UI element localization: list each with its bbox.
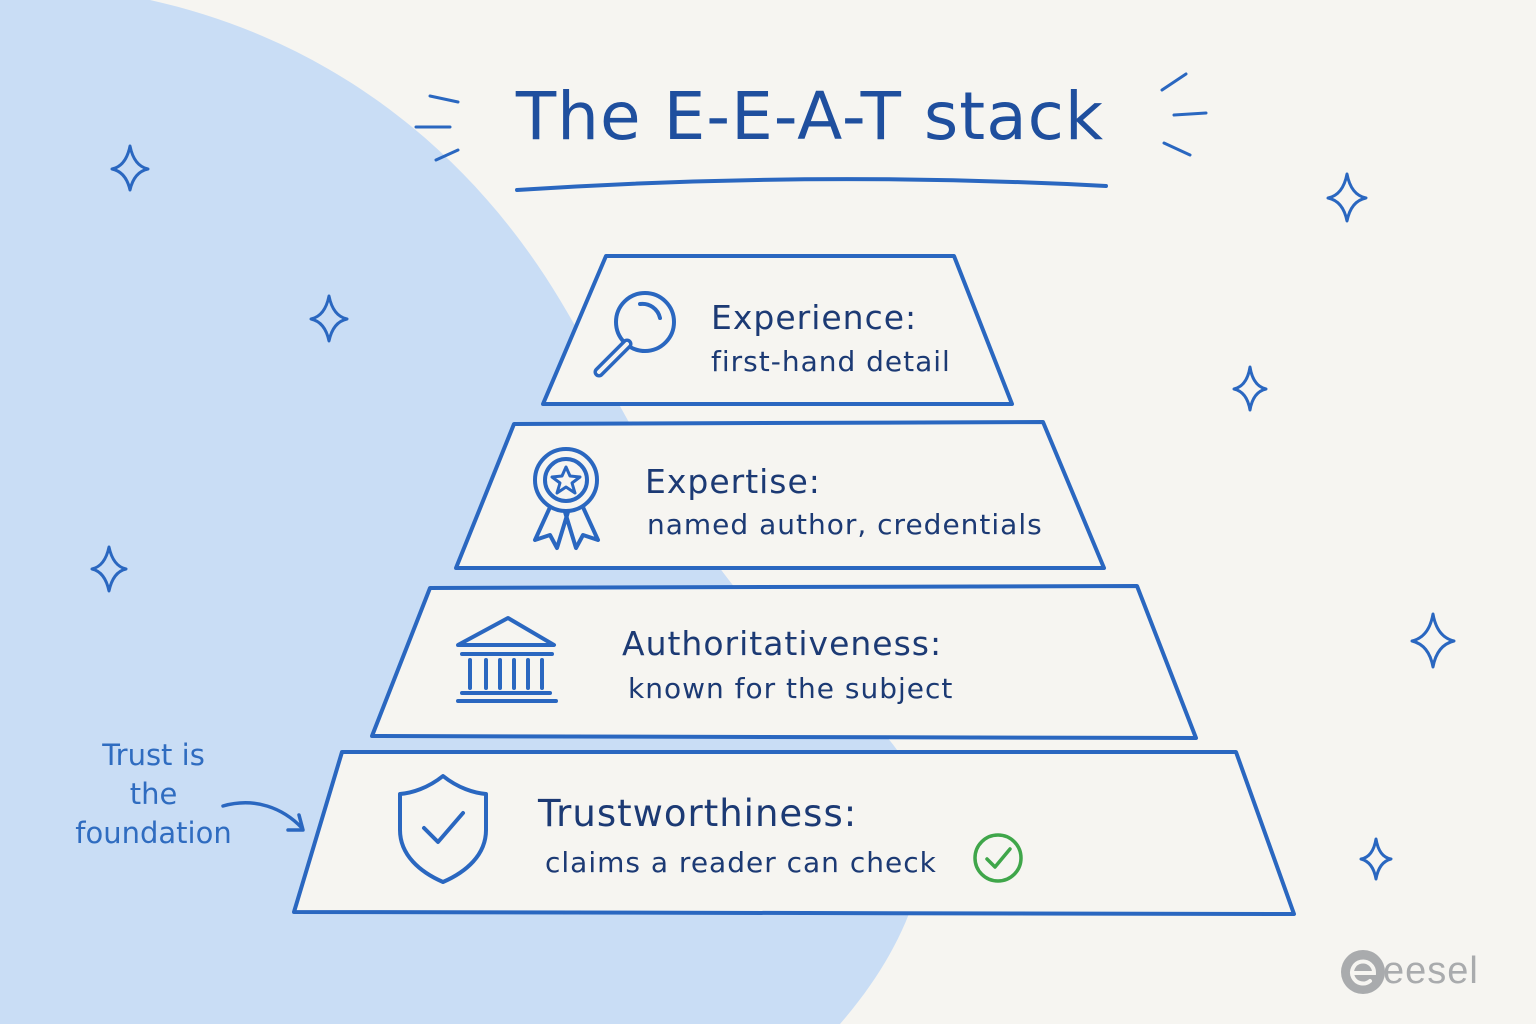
shield-check-icon xyxy=(398,774,488,884)
sparkle-icon xyxy=(110,144,150,192)
sparkle-icon xyxy=(1326,172,1368,223)
title-sparkle-left-icon xyxy=(414,94,460,162)
tier-authoritativeness-subtitle: known for the subject xyxy=(628,672,954,705)
tier-expertise-title: Expertise: xyxy=(645,462,821,501)
page-title: The E-E-A-T stack xyxy=(515,78,1105,155)
sparkle-icon xyxy=(309,294,349,343)
tier-experience-title: Experience: xyxy=(711,298,918,337)
brand-name: eesel xyxy=(1383,950,1479,992)
annotation-arrow-icon xyxy=(221,801,305,832)
award-ribbon-icon xyxy=(533,447,600,550)
tier-trustworthiness-subtitle: claims a reader can check xyxy=(545,846,937,879)
title-underline xyxy=(515,177,1108,192)
sparkle-icon xyxy=(1410,612,1456,669)
tier-trustworthiness-box xyxy=(292,750,1296,916)
sparkle-icon xyxy=(90,545,128,593)
tier-authoritativeness-title: Authoritativeness: xyxy=(622,624,943,663)
sparkle-icon xyxy=(1359,837,1393,881)
foundation-annotation: Trust is the foundation xyxy=(66,736,241,853)
title-sparkle-right-icon xyxy=(1160,72,1208,157)
green-check-icon xyxy=(973,833,1023,883)
tier-expertise-box xyxy=(454,420,1106,570)
tier-expertise-subtitle: named author, credentials xyxy=(647,508,1043,541)
annotation-line: Trust is xyxy=(102,738,205,772)
tier-trustworthiness-title: Trustworthiness: xyxy=(538,792,858,835)
institution-building-icon xyxy=(456,616,558,703)
tier-authoritativeness-box xyxy=(370,584,1198,740)
tier-experience-subtitle: first-hand detail xyxy=(711,345,951,378)
magnifying-glass-icon xyxy=(593,291,676,378)
eesel-logo-icon xyxy=(1341,950,1385,994)
annotation-line: the xyxy=(129,777,178,811)
annotation-line: foundation xyxy=(75,816,232,850)
tier-experience-box xyxy=(541,254,1014,406)
sparkle-icon xyxy=(1232,365,1268,412)
